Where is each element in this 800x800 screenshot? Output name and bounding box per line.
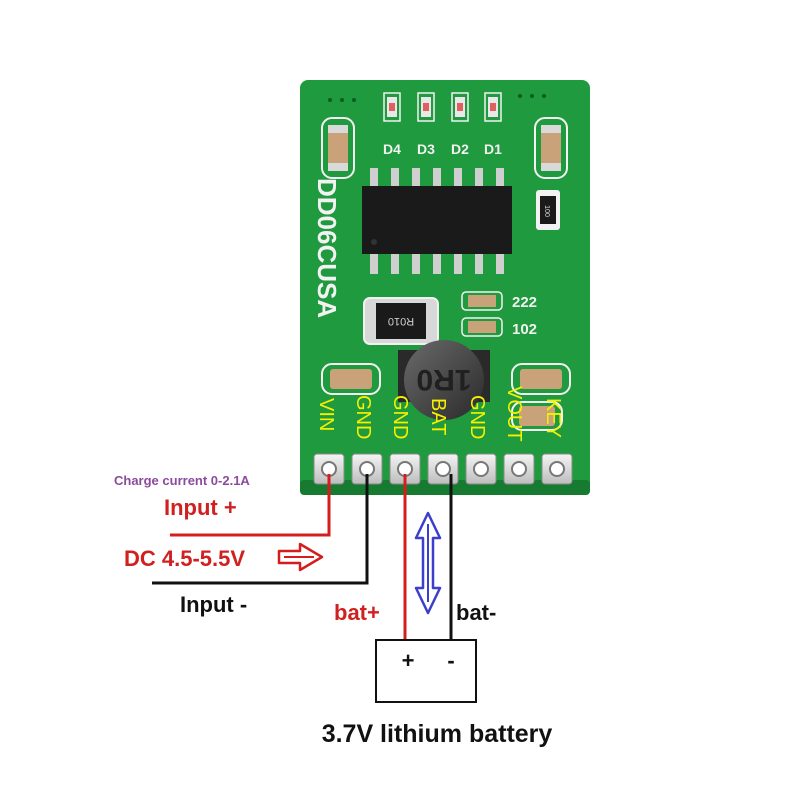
pin-label-vin: VIN [315,398,337,431]
capacitor-222 [461,291,503,311]
capacitor-bottom-left [321,363,381,395]
small-resistor: 100 [536,190,560,230]
pin-label-gnd-1: GND [352,395,374,439]
led-label-d3: D3 [417,141,435,157]
capacitor-label-222: 222 [512,294,537,311]
capacitor-top-right [534,117,568,179]
inductor-label: 1R0 [416,363,471,396]
pin-label-vout: VOUT [503,386,525,442]
header-pin-5 [465,453,497,485]
vias-top [328,94,546,102]
pin-labels: VIN GND GND BAT GND VOUT KEY [315,386,564,442]
capacitor-102 [461,317,503,337]
dc-range-label: DC 4.5-5.5V [124,546,245,571]
battery: + - [375,639,477,703]
led-d2 [451,92,469,122]
sense-resistor: R010 [363,297,439,345]
sense-resistor-label: R010 [388,315,414,327]
capacitor-top-left [321,117,355,179]
bat-minus-label: bat- [456,600,496,625]
capacitor-bottom-right-lower [511,401,563,431]
header-pin-4 [427,453,459,485]
pin-label-bat: BAT [427,398,449,435]
pcb-board: D4 D3 D2 D1 100 [300,80,590,495]
led-labels: D4 D3 D2 D1 [383,141,502,157]
capacitor-label-102: 102 [512,321,537,338]
capacitor-bottom-right [511,363,571,395]
header-pin-6 [503,453,535,485]
board-model-label: DD06CUSA [312,178,342,318]
double-headed-vertical-arrow-icon [414,511,442,615]
small-resistor-label: 100 [543,205,550,217]
led-row [383,92,502,122]
led-label-d2: D2 [451,141,469,157]
led-d1 [484,92,502,122]
wire-input-negative [152,474,369,585]
ic-body [362,186,512,254]
header-pin-7 [541,453,573,485]
battery-body [375,639,477,703]
wire-input-positive [170,474,331,537]
header-pin-2 [351,453,383,485]
battery-caption: 3.7V lithium battery [322,720,553,748]
ic-chip [362,168,512,274]
pin-label-gnd-2: GND [389,395,411,439]
battery-plus-terminal: + [402,648,415,673]
annotations: Charge current 0-2.1A Input + DC 4.5-5.5… [114,473,552,748]
charge-current-label: Charge current 0-2.1A [114,473,250,488]
led-d3 [417,92,435,122]
input-plus-label: Input + [164,495,237,520]
wires [152,474,453,640]
led-d4 [383,92,401,122]
header-pin-1 [313,453,345,485]
header-pins [313,453,573,485]
input-minus-label: Input - [180,592,247,617]
bat-plus-label: bat+ [334,600,380,625]
pin-label-gnd-3: GND [466,395,488,439]
led-label-d4: D4 [383,141,401,157]
ic-pins-top [370,168,504,190]
right-arrow-icon [277,542,324,572]
battery-minus-terminal: - [447,648,454,673]
led-label-d1: D1 [484,141,502,157]
pin-label-key: KEY [542,398,564,438]
inductor: 1R0 [398,340,490,420]
ic-pins-bottom [370,250,504,274]
